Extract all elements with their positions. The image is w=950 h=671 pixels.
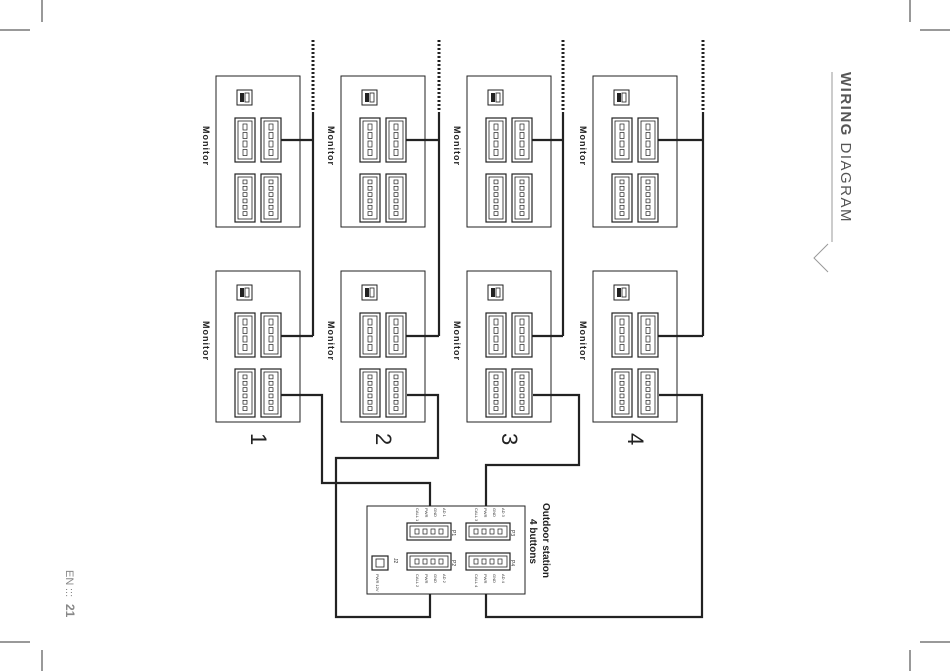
dip-switch-icon: [362, 285, 377, 300]
connector-6pin: [235, 174, 255, 222]
connector-6pin: [360, 174, 380, 222]
station-port-p2: [407, 553, 451, 570]
connector-4pin: [512, 118, 532, 162]
pin-label: AD 1: [442, 508, 447, 518]
page-separator: :::: [63, 588, 75, 597]
pin-label: GND: [433, 574, 438, 583]
monitor-unit: Monitor: [452, 76, 551, 227]
connector-4pin: [235, 118, 255, 162]
connector-4pin: [360, 313, 380, 357]
monitor-label: Monitor: [201, 321, 211, 361]
dip-switch-icon: [237, 90, 252, 105]
dip-switch-icon: [614, 285, 629, 300]
connector-6pin: [386, 369, 406, 417]
connector-6pin: [261, 369, 281, 417]
group-number: 4: [623, 433, 648, 445]
group-number: 2: [371, 433, 396, 445]
connector-6pin: [512, 174, 532, 222]
connector-6pin: [261, 174, 281, 222]
pin-label: PWR: [483, 574, 488, 583]
dip-switch-icon: [488, 285, 503, 300]
connector-4pin: [386, 118, 406, 162]
connector-4pin: [261, 313, 281, 357]
monitor-unit: Monitor: [578, 76, 677, 227]
station-port-p4: [466, 553, 510, 570]
station-title: Outdoor station: [540, 503, 551, 578]
dip-switch-icon: [237, 285, 252, 300]
monitor-unit: Monitor: [452, 271, 551, 422]
dip-switch-icon: [488, 90, 503, 105]
monitor-label: Monitor: [452, 321, 462, 361]
connector-4pin: [512, 313, 532, 357]
connector-4pin: [261, 118, 281, 162]
power-pins-label: PWR 12V: [375, 574, 380, 592]
connector-6pin: [486, 369, 506, 417]
pin-label: PWR: [424, 574, 429, 583]
pin-label: GND: [433, 508, 438, 517]
pin-label: CALL 2: [415, 574, 420, 588]
port-label: P1: [450, 530, 456, 536]
connector-4pin: [235, 313, 255, 357]
station-port-p3: [466, 523, 510, 540]
monitor-label: Monitor: [578, 126, 588, 166]
pin-label: GND: [492, 508, 497, 517]
monitor-label: Monitor: [452, 126, 462, 166]
power-label: J2: [392, 558, 398, 564]
station-port-p1: [407, 523, 451, 540]
monitor-unit: Monitor: [578, 271, 677, 422]
station-subtitle: 4 buttons: [527, 519, 538, 564]
connector-6pin: [612, 369, 632, 417]
port-label: P3: [509, 530, 515, 536]
monitor-label: Monitor: [326, 321, 336, 361]
group-number: 1: [246, 433, 271, 445]
monitor-unit: Monitor: [326, 271, 425, 422]
pin-label: PWR: [483, 508, 488, 517]
connector-4pin: [638, 313, 658, 357]
monitor-label: Monitor: [326, 126, 336, 166]
page-title: WIRING DIAGRAM: [837, 72, 854, 223]
monitor-label: Monitor: [201, 126, 211, 166]
monitor-unit: Monitor: [201, 271, 300, 422]
connector-6pin: [360, 369, 380, 417]
connector-6pin: [638, 174, 658, 222]
connector-6pin: [512, 369, 532, 417]
monitor-label: Monitor: [578, 321, 588, 361]
group-number: 3: [497, 433, 522, 445]
connector-4pin: [638, 118, 658, 162]
pin-label: CALL 3: [474, 508, 479, 522]
pin-label: AD 2: [442, 574, 447, 584]
connector-6pin: [638, 369, 658, 417]
connector-6pin: [612, 174, 632, 222]
connector-4pin: [386, 313, 406, 357]
dip-switch-icon: [362, 90, 377, 105]
port-label: P4: [509, 560, 515, 566]
pin-label: AD 4: [501, 574, 506, 584]
connector-4pin: [486, 118, 506, 162]
connector-4pin: [612, 118, 632, 162]
monitor-unit: Monitor: [201, 76, 300, 227]
page-lang: EN: [63, 570, 75, 585]
connector-6pin: [235, 369, 255, 417]
monitor-unit: Monitor: [326, 76, 425, 227]
connector-4pin: [612, 313, 632, 357]
port-label: P2: [450, 560, 456, 566]
power-connector-icon: [372, 556, 388, 570]
pin-label: CALL 4: [474, 574, 479, 588]
pin-label: AD 3: [501, 508, 506, 518]
page-number: 21: [63, 604, 77, 618]
connector-4pin: [360, 118, 380, 162]
connector-6pin: [486, 174, 506, 222]
connector-6pin: [386, 174, 406, 222]
title-arrow-icon: [814, 244, 828, 272]
pin-label: GND: [492, 574, 497, 583]
dip-switch-icon: [614, 90, 629, 105]
connector-4pin: [486, 313, 506, 357]
pin-label: PWR: [424, 508, 429, 517]
pin-label: CALL 1: [415, 508, 420, 522]
